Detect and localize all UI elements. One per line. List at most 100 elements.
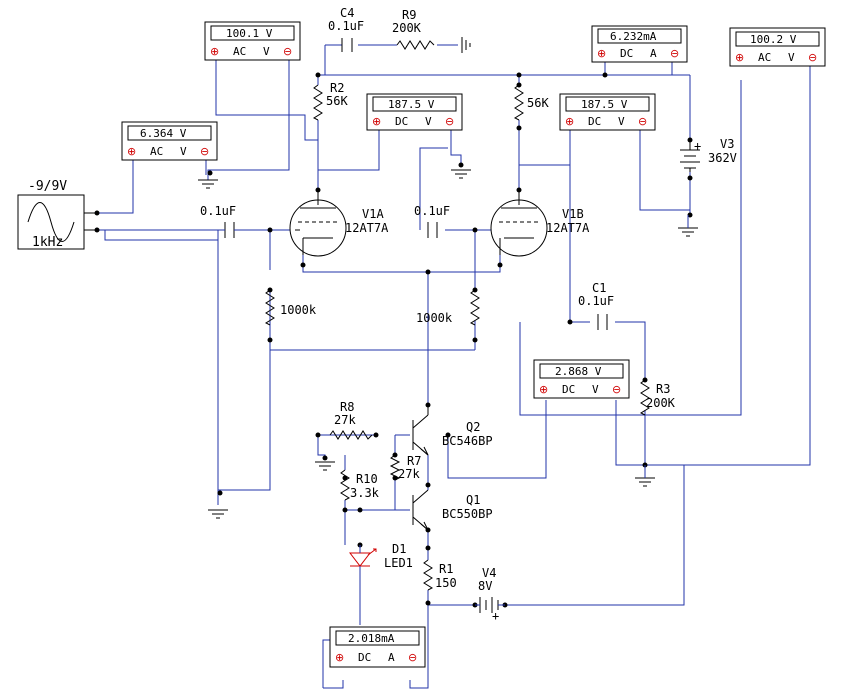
d1-type: LED1: [384, 556, 413, 570]
svg-text:V: V: [263, 45, 270, 58]
c4-value: 0.1uF: [328, 19, 364, 33]
meter-ac-right[interactable]: 100.2 V ⊕ AC V ⊖: [729, 27, 826, 67]
meter-ac-top[interactable]: 100.1 V ⊕ AC V ⊖: [204, 21, 301, 61]
cmid-value: 0.1uF: [414, 204, 450, 218]
v4-value: 8V: [478, 579, 492, 593]
resistor-r10[interactable]: R10 3.3k: [340, 469, 380, 501]
c1-name: C1: [592, 281, 606, 295]
meter-dc-v1b[interactable]: 187.5 V ⊕ DC V ⊖: [559, 93, 656, 131]
svg-text:AC: AC: [758, 51, 771, 64]
r1-name: R1: [439, 562, 453, 576]
meter-dc-a-top-value: 6.232mA: [610, 30, 657, 43]
tube-v1b[interactable]: V1B 12AT7A: [490, 190, 590, 257]
v1b-type: 12AT7A: [546, 221, 590, 235]
capacitor-input[interactable]: 0.1uF: [200, 204, 240, 238]
minus-terminal-icon: ⊖: [200, 145, 209, 158]
r1-value: 150: [435, 576, 457, 590]
v1a-name: V1A: [362, 207, 384, 221]
plus-terminal-icon: ⊕: [127, 145, 136, 158]
plus-terminal-icon: ⊕: [335, 651, 344, 664]
q2-name: Q2: [466, 420, 480, 434]
minus-terminal-icon: ⊖: [283, 45, 292, 58]
r10-name: R10: [356, 472, 378, 486]
signal-generator[interactable]: -9/9V 1kHz: [17, 179, 97, 250]
battery-v4[interactable]: + V4 8V: [475, 566, 505, 623]
gen-amplitude: -9/9V: [28, 179, 67, 194]
resistor-grid-left[interactable]: 1000k: [264, 289, 317, 326]
svg-text:A: A: [388, 651, 395, 664]
q1-type: BC550BP: [442, 507, 493, 521]
rgr-value: 1000k: [416, 311, 453, 325]
meter-dc-mid[interactable]: 2.868 V ⊕ DC V ⊖: [533, 359, 630, 399]
r3-name: R3: [656, 382, 670, 396]
meter-ac-top-value: 100.1 V: [226, 27, 273, 40]
capacitor-c4[interactable]: C4 0.1uF: [328, 6, 364, 52]
plus-terminal-icon: ⊕: [210, 45, 219, 58]
plus-terminal-icon: ⊕: [372, 115, 381, 128]
capacitor-mid[interactable]: 0.1uF: [414, 204, 450, 238]
resistor-r3[interactable]: R3 200K: [639, 379, 676, 416]
r2-name: R2: [330, 81, 344, 95]
tube-v1a[interactable]: V1A 12AT7A: [289, 190, 389, 257]
svg-text:DC: DC: [588, 115, 601, 128]
resistor-r8[interactable]: R8 27k: [329, 400, 373, 440]
minus-terminal-icon: ⊖: [408, 651, 417, 664]
v1a-type: 12AT7A: [345, 221, 389, 235]
q2-type: BC546BP: [442, 434, 493, 448]
r9-value: 200K: [392, 21, 422, 35]
plus-terminal-icon: ⊕: [539, 383, 548, 396]
svg-text:+: +: [492, 609, 499, 623]
r7-value: 27k: [398, 467, 420, 481]
transistor-q1[interactable]: Q1 BC550BP: [412, 489, 493, 531]
meter-ac-right-value: 100.2 V: [750, 33, 797, 46]
transistor-q2[interactable]: Q2 BC546BP: [412, 405, 493, 456]
rgl-value: 1000k: [280, 303, 317, 317]
svg-text:V: V: [425, 115, 432, 128]
c1-value: 0.1uF: [578, 294, 614, 308]
v3-value: 362V: [708, 151, 737, 165]
resistor-r7[interactable]: R7 27k: [389, 454, 421, 481]
meter-dc-a-bot-value: 2.018mA: [348, 632, 395, 645]
svg-text:DC: DC: [620, 47, 633, 60]
resistor-grid-right[interactable]: 1000k: [416, 289, 480, 326]
svg-text:V: V: [618, 115, 625, 128]
svg-text:V: V: [592, 383, 599, 396]
r10-value: 3.3k: [350, 486, 380, 500]
v1b-name: V1B: [562, 207, 584, 221]
svg-text:V: V: [788, 51, 795, 64]
plus-terminal-icon: ⊕: [597, 47, 606, 60]
q1-name: Q1: [466, 493, 480, 507]
rpb-value: 56K: [527, 96, 549, 110]
minus-terminal-icon: ⊖: [670, 47, 679, 60]
d1-name: D1: [392, 542, 406, 556]
meter-dc-v1a-value: 187.5 V: [388, 98, 435, 111]
led-d1[interactable]: D1 LED1: [348, 542, 413, 575]
minus-terminal-icon: ⊖: [638, 115, 647, 128]
resistor-r2[interactable]: R2 56K: [312, 81, 348, 121]
r7-name: R7: [407, 454, 421, 468]
gen-frequency: 1kHz: [32, 235, 63, 250]
r3-value: 200K: [646, 396, 676, 410]
svg-text:AC: AC: [233, 45, 246, 58]
svg-text:A: A: [650, 47, 657, 60]
r9-name: R9: [402, 8, 416, 22]
capacitor-c1[interactable]: C1 0.1uF: [578, 281, 614, 330]
meter-ac-left[interactable]: 6.364 V ⊕ AC V ⊖: [121, 121, 218, 161]
svg-text:DC: DC: [562, 383, 575, 396]
resistor-r1[interactable]: R1 150: [423, 559, 457, 591]
meter-dc-v1b-value: 187.5 V: [581, 98, 628, 111]
v4-name: V4: [482, 566, 496, 580]
svg-text:DC: DC: [395, 115, 408, 128]
r8-name: R8: [340, 400, 354, 414]
meter-dc-mid-value: 2.868 V: [555, 365, 602, 378]
minus-terminal-icon: ⊖: [808, 51, 817, 64]
resistor-r9[interactable]: R9 200K: [392, 8, 435, 50]
meter-dc-a-top[interactable]: 6.232mA ⊕ DC A ⊖: [591, 25, 688, 63]
meter-dc-v1a[interactable]: 187.5 V ⊕ DC V ⊖: [366, 93, 463, 131]
svg-text:V: V: [180, 145, 187, 158]
battery-v3[interactable]: + V3 362V: [680, 137, 737, 172]
meter-dc-a-bot[interactable]: 2.018mA ⊕ DC A ⊖: [329, 626, 426, 668]
r2-value: 56K: [326, 94, 348, 108]
resistor-plate-b[interactable]: 56K: [513, 84, 549, 121]
svg-text:AC: AC: [150, 145, 163, 158]
